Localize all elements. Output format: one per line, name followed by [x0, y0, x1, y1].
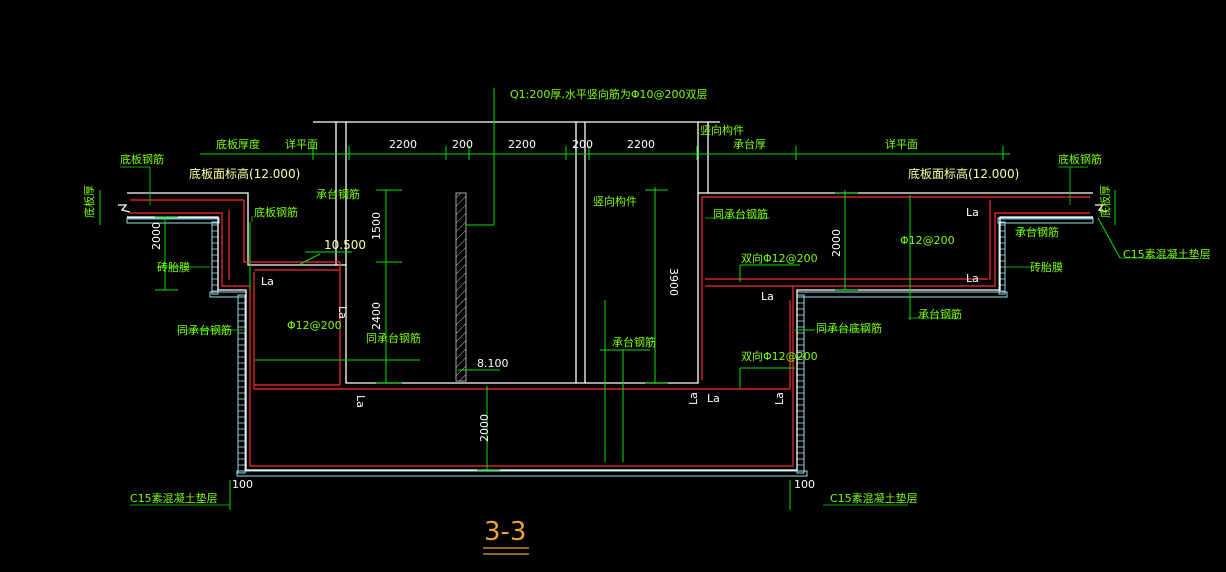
dim-2200-b: 2200: [508, 138, 536, 151]
section-title-text: 3-3: [484, 517, 526, 547]
dim-100-left: 100: [232, 478, 253, 491]
dimension-lines: [99, 88, 1121, 510]
la-label: La: [773, 392, 786, 405]
c15-left: C15素混凝土垫层: [130, 491, 218, 505]
brick-left: 砖胎膜: [157, 260, 190, 274]
same-cap-mid: 同承台钢筋: [366, 331, 421, 345]
dim-3900: 3900: [667, 268, 680, 296]
dim-100-right: 100: [794, 478, 815, 491]
slab-thk-left: 底板厚度: [216, 137, 260, 151]
vert-member-mid: 竖向构件: [593, 194, 637, 208]
leader-lines: [120, 166, 1190, 506]
slab-rebar-left2: 底板钢筋: [254, 205, 298, 219]
cap-rebar-right2: 承台钢筋: [918, 307, 962, 321]
la-label: La: [707, 392, 720, 405]
cushion-layer: [126, 217, 1094, 477]
elev-10500: 10.500: [324, 238, 366, 252]
rebar-lines: [130, 196, 1090, 467]
cap-thk: 承台厚: [733, 137, 766, 151]
dim-2000-right: 2000: [830, 229, 843, 257]
dim-1500: 1500: [370, 212, 383, 240]
two-way-right-1: 双向Φ12@200: [741, 251, 818, 265]
same-cap-bottom-right: 同承台底钢筋: [816, 321, 882, 335]
dim-2200-c: 2200: [627, 138, 655, 151]
c15-right2: C15素混凝土垫层: [1123, 247, 1211, 261]
slab-elev-left: 底板面标高(12.000): [189, 166, 300, 181]
dim-2200-a: 2200: [389, 138, 417, 151]
phi12-right: Φ12@200: [900, 234, 955, 247]
la-label: La: [761, 290, 774, 303]
wall-hatch: [455, 192, 467, 382]
slab-thk-right-vert: 底板厚: [1098, 185, 1112, 218]
cap-rebar-top: 承台钢筋: [316, 187, 360, 201]
la-label: La: [687, 392, 700, 405]
elev-8100: 8.100: [477, 357, 509, 370]
two-way-right-2: 双向Φ12@200: [741, 349, 818, 363]
la-label: La: [336, 306, 349, 319]
labels: Q1:200厚,水平竖向筋为Φ10@200双层 底板厚度 详平面 2200 20…: [82, 87, 1211, 505]
la-label: La: [261, 275, 274, 288]
dim-200-a: 200: [452, 138, 473, 151]
dim-2000-bottom: 2000: [478, 414, 491, 442]
q1-note: Q1:200厚,水平竖向筋为Φ10@200双层: [510, 87, 708, 101]
slab-rebar-left: 底板钢筋: [120, 152, 164, 166]
phi12-left: Φ12@200: [287, 319, 342, 332]
slab-elev-right: 底板面标高(12.000): [908, 166, 1019, 181]
la-label: La: [966, 206, 979, 219]
la-label: La: [354, 395, 367, 408]
slab-thk-left-vert: 底板厚: [82, 185, 96, 218]
same-cap-right: 同承台钢筋: [713, 207, 768, 221]
cap-rebar-mid: 承台钢筋: [612, 335, 656, 349]
section-title: 3-3: [483, 517, 529, 555]
see-plan-left: 详平面: [285, 137, 318, 151]
cap-rebar-right: 承台钢筋: [1015, 225, 1059, 239]
same-cap-left: 同承台钢筋: [177, 323, 232, 337]
la-label: La: [966, 272, 979, 285]
c15-right: C15素混凝土垫层: [830, 491, 918, 505]
concrete-outline: [118, 121, 1108, 471]
slab-rebar-right: 底板钢筋: [1058, 152, 1102, 166]
brick-right: 砖胎膜: [1030, 260, 1063, 274]
dim-200-b: 200: [572, 138, 593, 151]
see-plan-right: 详平面: [885, 137, 918, 151]
dim-2400: 2400: [370, 302, 383, 330]
dim-2000-left: 2000: [150, 222, 163, 250]
vert-member-top: 竖向构件: [700, 123, 744, 137]
